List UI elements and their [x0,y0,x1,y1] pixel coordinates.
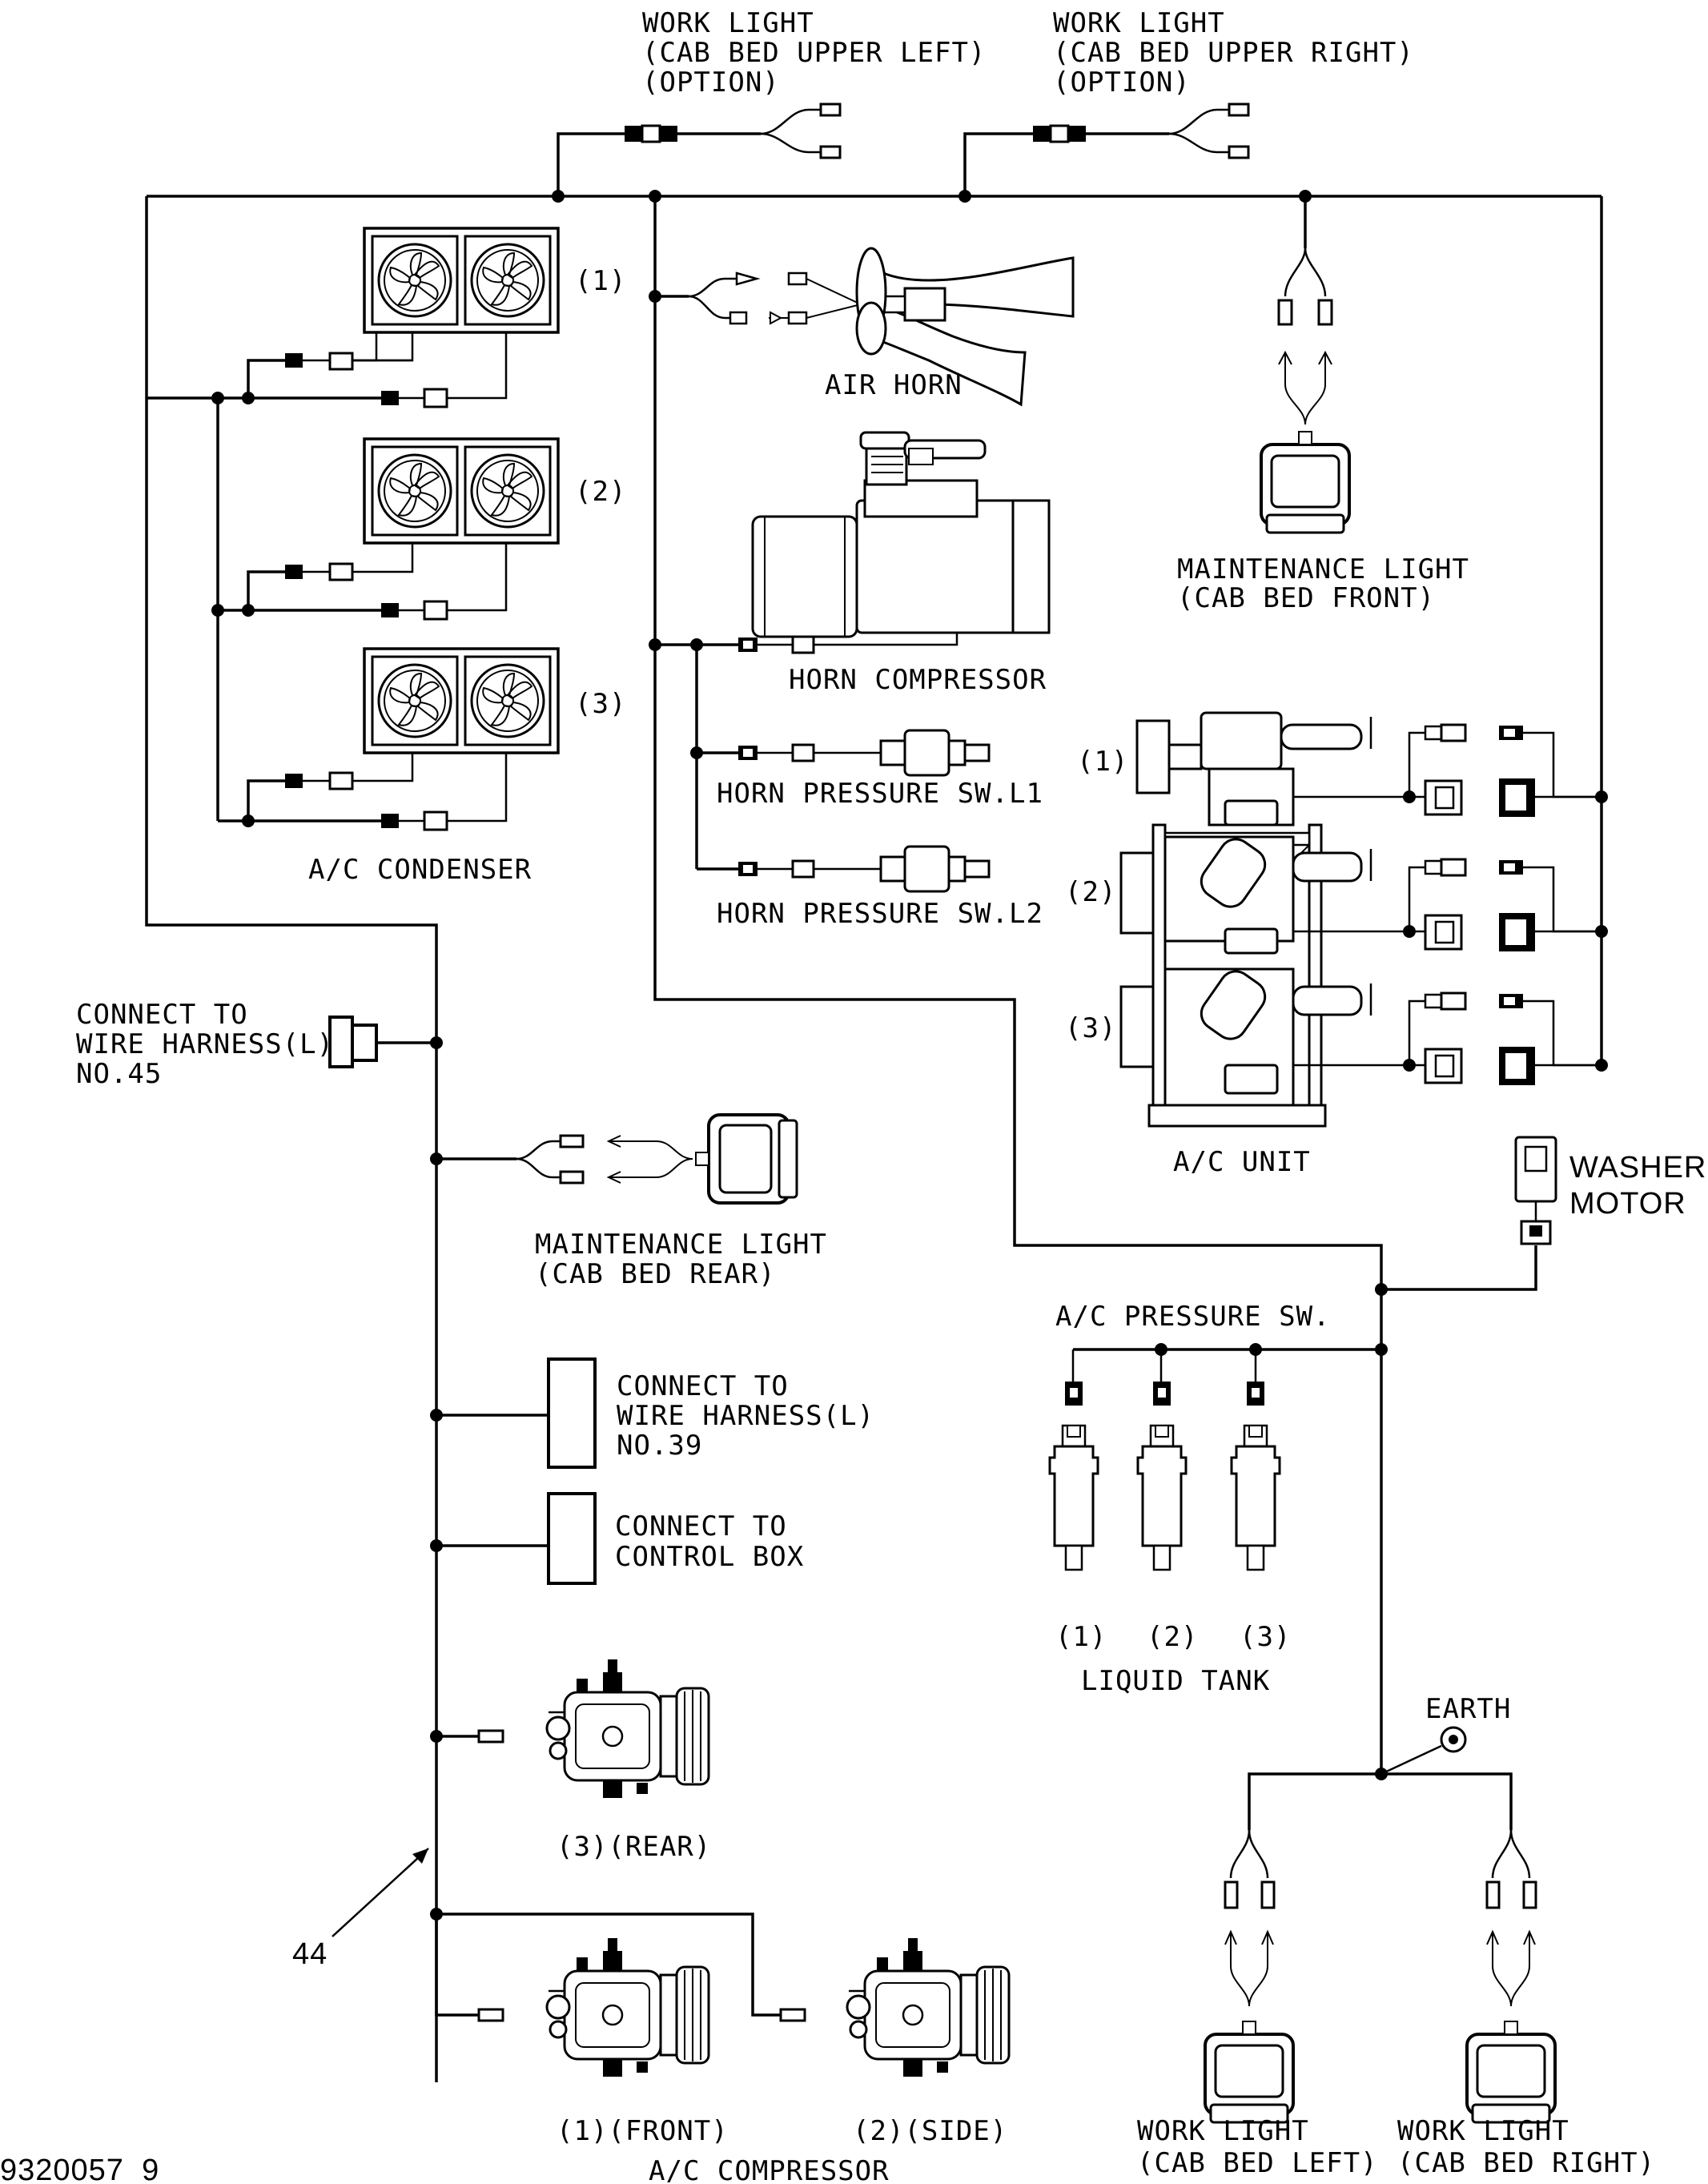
svg-text:WORK LIGHT: WORK LIGHT [1053,7,1225,39]
svg-text:NO.39: NO.39 [617,1430,702,1462]
condenser-2 [364,439,558,543]
svg-text:(1)(FRONT): (1)(FRONT) [557,2115,729,2147]
svg-text:HORN PRESSURE SW.L2: HORN PRESSURE SW.L2 [717,898,1043,930]
work-light-upper-left: WORK LIGHT (CAB BED UPPER LEFT) (OPTION) [625,7,986,159]
work-light-upper-right: WORK LIGHT (CAB BED UPPER RIGHT) (OPTION… [1033,7,1414,159]
svg-text:(1): (1) [575,265,626,297]
svg-text:44: 44 [292,1937,328,1971]
ac-unit-label: A/C UNIT [1173,1146,1311,1178]
work-light-right-lamp [1465,2020,1557,2124]
svg-text:WORK LIGHT: WORK LIGHT [1397,2115,1569,2147]
svg-text:(1): (1) [1055,1621,1107,1653]
svg-text:CONTROL BOX: CONTROL BOX [615,1541,804,1573]
ac-compressor-side: (2)(SIDE) [436,1913,1011,2147]
maintenance-light-rear: MAINTENANCE LIGHT (CAB BED REAR) [436,1113,827,1290]
ac-condenser-label: A/C CONDENSER [308,854,532,886]
svg-text:(3): (3) [575,688,626,720]
svg-text:AIR HORN: AIR HORN [825,369,963,401]
svg-text:(2): (2) [1147,1621,1198,1653]
ac-compressor-label: A/C COMPRESSOR [649,2155,890,2184]
connect-no39: CONNECT TO WIRE HARNESS(L) NO.39 [436,1357,874,1469]
svg-text:A/C PRESSURE SW.: A/C PRESSURE SW. [1055,1301,1331,1333]
svg-text:HORN PRESSURE SW.L1: HORN PRESSURE SW.L1 [717,778,1043,810]
air-horn: AIR HORN [655,247,1075,407]
svg-text:(CAB BED RIGHT): (CAB BED RIGHT) [1397,2147,1655,2179]
work-light-left-lamp [1204,2020,1295,2124]
svg-text:(CAB BED UPPER RIGHT): (CAB BED UPPER RIGHT) [1053,37,1414,69]
connect-control-box: CONNECT TO CONTROL BOX [436,1492,804,1585]
svg-text:(3)(REAR): (3)(REAR) [557,1831,711,1863]
svg-text:(2)(SIDE): (2)(SIDE) [853,2115,1007,2147]
horn-pressure-switches: HORN PRESSURE SW.L1 HORN PRESSURE SW.L2 [695,645,1043,930]
ac-compressor-rear: (3)(REAR) [436,1658,711,1863]
svg-text:(CAB BED UPPER LEFT): (CAB BED UPPER LEFT) [642,37,986,69]
svg-text:(OPTION): (OPTION) [1053,66,1191,99]
svg-text:WIRE HARNESS(L): WIRE HARNESS(L) [617,1400,874,1432]
svg-text:WIRE HARNESS(L): WIRE HARNESS(L) [76,1028,334,1060]
condenser-1 [364,228,558,332]
svg-text:LIQUID TANK: LIQUID TANK [1081,1665,1270,1697]
svg-text:CONNECT TO: CONNECT TO [76,999,248,1031]
main-harness [145,132,1603,2082]
svg-text:NO.45: NO.45 [76,1058,162,1090]
svg-text:(1): (1) [1077,746,1128,778]
washer-motor: WASHER MOTOR [1381,1136,1706,1291]
condenser-3 [364,649,558,753]
svg-text:(2): (2) [575,476,626,508]
work-light-upper-left-title: WORK LIGHT [642,7,814,39]
svg-text:EARTH: EARTH [1425,1693,1511,1725]
svg-text:MOTOR: MOTOR [1569,1187,1686,1221]
svg-text:WORK LIGHT: WORK LIGHT [1137,2115,1309,2147]
horn-compressor: HORN COMPRESSOR [655,431,1051,696]
svg-text:HORN COMPRESSOR: HORN COMPRESSOR [789,664,1047,696]
svg-text:(OPTION): (OPTION) [642,66,780,99]
ac-unit: (1) (2) (3) [1065,711,1602,1178]
work-lights-bottom: WORK LIGHT (CAB BED LEFT) WORK LIGHT (CA… [1137,1772,1655,2179]
svg-text:(3): (3) [1240,1621,1291,1653]
svg-text:CONNECT TO: CONNECT TO [617,1370,789,1402]
ac-compressor-front: (1)(FRONT) [435,1914,729,2147]
figure-id: 9320057_9 [0,2154,159,2184]
ac-condenser-group: (1) (2) (3) A/C CONDENSER [147,228,626,886]
svg-text:CONNECT TO: CONNECT TO [615,1510,787,1542]
svg-text:MAINTENANCE LIGHT: MAINTENANCE LIGHT [1177,553,1469,585]
liquid-tank-switches: A/C PRESSURE SW. (1) (2) (3) LIQUID TANK [1048,1301,1381,1697]
connect-no45: CONNECT TO WIRE HARNESS(L) NO.45 [76,999,436,1090]
svg-text:WASHER: WASHER [1569,1151,1706,1185]
ac-unit-connectors [1408,723,1602,1085]
maintenance-light-front: MAINTENANCE LIGHT (CAB BED FRONT) [1177,247,1469,614]
svg-text:(CAB BED REAR): (CAB BED REAR) [535,1258,776,1290]
earth-ground: EARTH [1380,1693,1511,1776]
svg-text:(CAB BED LEFT): (CAB BED LEFT) [1137,2147,1378,2179]
svg-text:(CAB BED FRONT): (CAB BED FRONT) [1177,582,1435,614]
svg-text:MAINTENANCE LIGHT: MAINTENANCE LIGHT [535,1229,827,1261]
svg-text:(3): (3) [1065,1012,1116,1044]
harness-ref-44: 44 [292,1848,429,1971]
svg-text:(2): (2) [1065,876,1116,908]
